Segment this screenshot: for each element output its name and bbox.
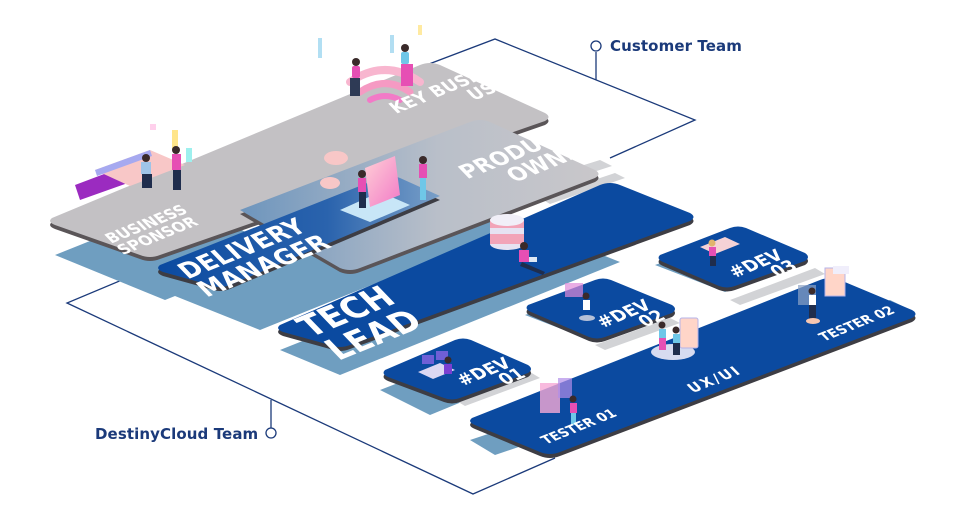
destinycloud-team-bracket bbox=[65, 263, 556, 495]
person-tech-lead bbox=[519, 242, 545, 275]
label-line: 02 bbox=[634, 307, 670, 331]
destinycloud-label-node-icon bbox=[265, 427, 277, 439]
tester-01-illustration bbox=[540, 378, 577, 425]
tile-testers-uxui bbox=[470, 278, 916, 458]
tile-tech-lead bbox=[278, 183, 694, 351]
business-sponsor-illustration bbox=[75, 124, 192, 200]
customer-label-node-icon bbox=[590, 40, 602, 52]
delivery-manager-illustration bbox=[320, 151, 427, 222]
dev-03-illustration bbox=[700, 237, 740, 266]
separator-bar bbox=[730, 268, 825, 305]
label-line: 01 bbox=[494, 365, 530, 389]
destinycloud-team-label: DestinyCloud Team bbox=[95, 425, 259, 443]
database-icon bbox=[490, 214, 524, 250]
destinycloud-bracket-line bbox=[65, 263, 556, 495]
tile-dev-01 bbox=[383, 338, 531, 404]
tile-business-sponsor-key-user bbox=[50, 63, 549, 261]
uxui-illustration bbox=[651, 317, 699, 360]
customer-team-bracket bbox=[399, 38, 697, 159]
dev-02-illustration bbox=[565, 283, 595, 321]
separator-bar bbox=[540, 173, 625, 204]
dev-01-workstation-illustration bbox=[418, 351, 455, 379]
label-line: 03 bbox=[766, 257, 802, 281]
customer-bracket-line bbox=[399, 38, 697, 159]
data-stream-icon bbox=[318, 25, 422, 58]
tile-dev-02 bbox=[526, 278, 675, 343]
customer-team-label: Customer Team bbox=[610, 37, 742, 55]
tile-dev-03 bbox=[658, 226, 808, 292]
separator-bar bbox=[455, 372, 540, 406]
person-key-user-2 bbox=[401, 44, 413, 86]
person-key-user-1 bbox=[350, 58, 360, 96]
tester-02-illustration bbox=[798, 266, 849, 324]
